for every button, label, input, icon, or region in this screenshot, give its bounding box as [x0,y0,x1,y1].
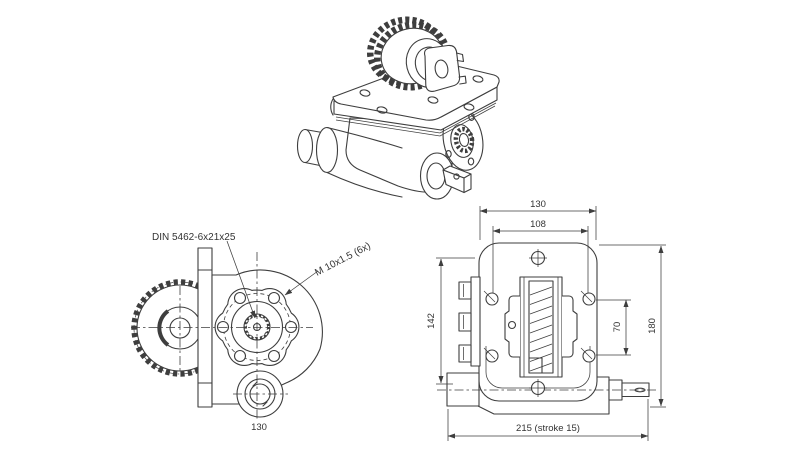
front-helical-gear [528,280,554,374]
front-left-shaft [446,372,480,407]
iso-spline-shaft [453,126,475,154]
iso-left-cylinder [296,126,403,198]
dim-bolt-spacing: 70 [612,322,623,333]
side-output-boss [233,370,288,418]
helical-gear-teeth [529,286,553,372]
thread-leader-line [284,270,319,296]
dim-width-bolts: 108 [530,219,546,230]
front-left-bearing [504,295,520,358]
dim-length: 215 (stroke 15) [516,423,580,434]
label-din-spline: DIN 5462-6x21x25 [152,232,236,243]
front-right-bearing [562,295,578,358]
side-gear [131,279,198,377]
dim-side-width: 130 [251,422,267,433]
side-view: DIN 5462-6x21x25 M 10x1.5 (6x) 130 [131,232,373,433]
spline-leader-line [226,240,256,319]
dim-width-outer: 130 [530,199,546,210]
iso-shifter-cover [423,44,467,92]
front-view: 130 108 142 70 180 215 (stroke 15) [426,199,666,441]
isometric-view [296,16,500,200]
iso-flange [442,109,484,171]
dim-height-left: 142 [426,313,437,329]
iso-output-bore [419,152,472,200]
front-slide-bracket [458,276,481,367]
front-lower-body [446,372,650,415]
front-gear-cavity [504,276,578,378]
label-thread: M 10x1.5 (6x) [313,241,372,279]
front-mounting-holes [483,249,596,397]
dim-height-right: 180 [647,318,658,334]
dimensions: 130 108 142 70 180 215 (stroke 15) [426,199,666,441]
